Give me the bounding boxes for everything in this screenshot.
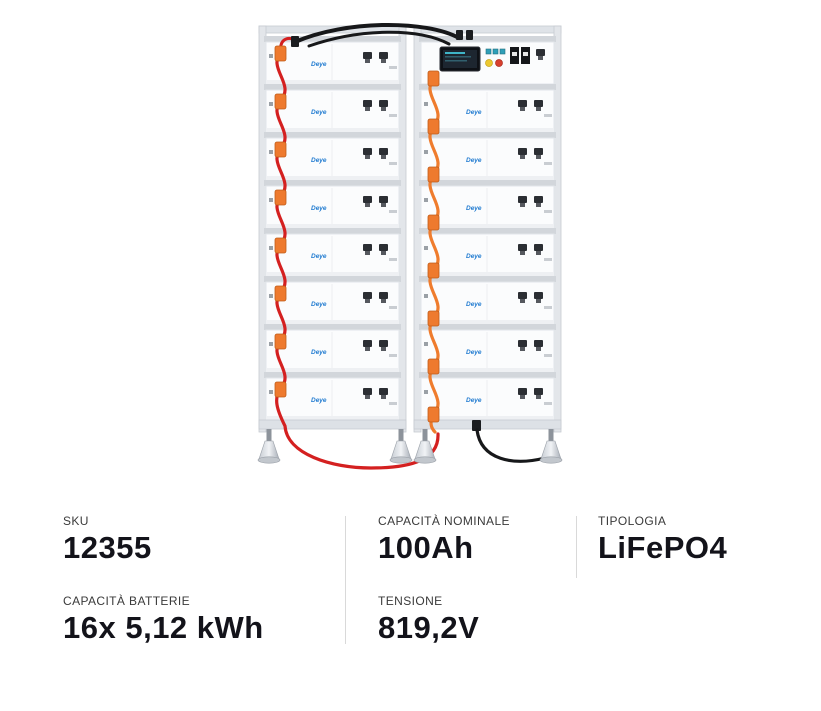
- battery-module: [418, 227, 557, 277]
- battery-module: [418, 131, 557, 181]
- feet: [257, 429, 563, 464]
- adjustable-foot: [413, 429, 437, 464]
- spec-column-3: TIPOLOGIA LiFePO4: [598, 514, 727, 594]
- battery-tower-right: [413, 25, 562, 433]
- spec-label-capacita-nominale: CAPACITÀ NOMINALE: [378, 514, 510, 528]
- control-unit: [419, 36, 556, 85]
- status-led: [485, 48, 492, 55]
- stop-button-red: [495, 59, 503, 67]
- adjustable-foot: [257, 429, 281, 464]
- terminal-connectors-orange: [427, 70, 440, 423]
- battery-module: [418, 323, 557, 373]
- spec-tensione: TENSIONE 819,2V: [378, 594, 510, 646]
- divider-vertical-2: [576, 516, 577, 578]
- spec-column-2: CAPACITÀ NOMINALE 100Ah TENSIONE 819,2V: [378, 514, 510, 673]
- adjustable-foot: [539, 429, 563, 464]
- spec-capacita-batterie: CAPACITÀ BATTERIE 16x 5,12 kWh: [63, 594, 264, 646]
- adjustable-foot: [389, 429, 413, 464]
- spec-value-capacita-nominale: 100Ah: [378, 530, 474, 565]
- bottom-cables: [472, 420, 547, 463]
- top-cables: [279, 23, 473, 54]
- spec-sku: SKU 12355: [63, 514, 264, 566]
- battery-module: [418, 275, 557, 325]
- spec-value-tensione: 819,2V: [378, 609, 480, 645]
- battery-module: [418, 179, 557, 229]
- right-tower-cable-chain: [427, 70, 440, 434]
- spec-capacita-nominale: CAPACITÀ NOMINALE 100Ah: [378, 514, 510, 566]
- spec-value-sku: 12355: [63, 530, 152, 565]
- spec-tipologia: TIPOLOGIA LiFePO4: [598, 514, 727, 566]
- status-led: [499, 48, 506, 55]
- battery-module: [418, 371, 557, 421]
- spec-label-capacita-batterie: CAPACITÀ BATTERIE: [63, 593, 191, 608]
- product-image-wrap: Deye: [251, 16, 569, 476]
- spec-label-tensione: TENSIONE: [378, 593, 443, 608]
- spec-value-capacita-batterie: 16x 5,12 kWh: [63, 609, 264, 645]
- left-tower-cable-chain: [274, 45, 440, 470]
- power-button-yellow: [485, 59, 493, 67]
- divider-vertical-1: [345, 516, 346, 644]
- terminal-connectors-orange: [274, 45, 287, 398]
- spec-column-1: SKU 12355 CAPACITÀ BATTERIE 16x 5,12 kWh: [63, 514, 264, 673]
- battery-tower-left: [258, 25, 407, 433]
- product-image: Deye: [257, 23, 563, 470]
- spec-value-tipologia: LiFePO4: [598, 530, 728, 565]
- status-led: [492, 48, 499, 55]
- spec-label-tipologia: TIPOLOGIA: [598, 514, 667, 528]
- battery-module: [418, 83, 557, 133]
- spec-label-sku: SKU: [63, 514, 89, 528]
